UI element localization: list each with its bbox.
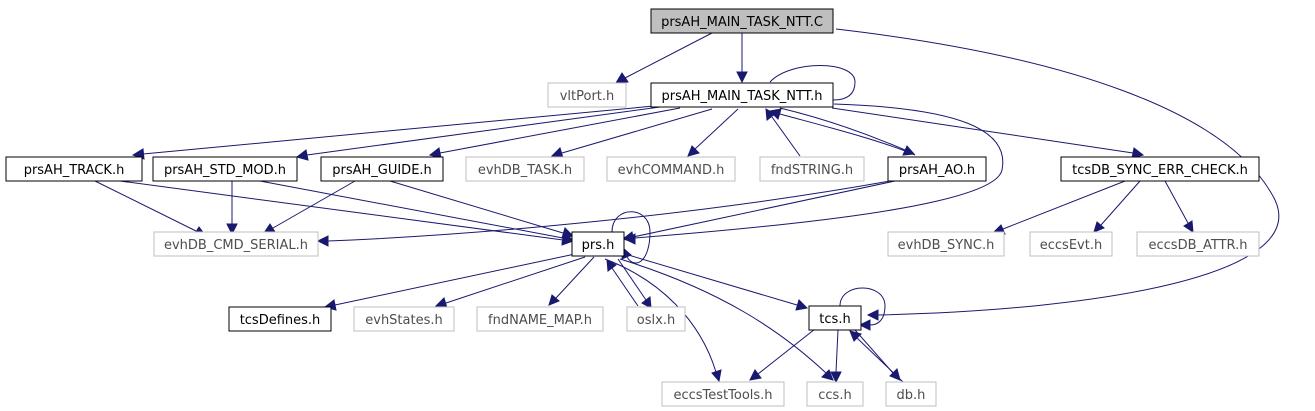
edge-guide-evhdbcmd [263, 180, 356, 234]
svg-text:eccsEvt.h: eccsEvt.h [1040, 238, 1102, 253]
edge-ao-evhdbcmd [316, 180, 891, 247]
node-fndstring[interactable]: fndSTRING.h [759, 156, 865, 182]
node-evhdbtask[interactable]: evhDB_TASK.h [465, 156, 585, 182]
svg-text:evhCOMMAND.h: evhCOMMAND.h [618, 163, 725, 178]
node-vltport[interactable]: vltPort.h [547, 82, 627, 108]
svg-text:tcsDB_SYNC_ERR_CHECK.h: tcsDB_SYNC_ERR_CHECK.h [1072, 163, 1248, 178]
node-evhcommand[interactable]: evhCOMMAND.h [606, 156, 736, 182]
edge-guide-prs [389, 180, 575, 239]
edge-mainh-evhcommand [687, 108, 739, 157]
svg-text:prsAH_MAIN_TASK_NTT.h: prsAH_MAIN_TASK_NTT.h [661, 89, 822, 104]
node-prs[interactable]: prs.h [571, 231, 625, 257]
edge-tcs-eccstesttools [749, 328, 816, 381]
edge-mainh-track [131, 105, 655, 160]
node-stdmod[interactable]: prsAH_STD_MOD.h [152, 156, 298, 182]
svg-text:evhStates.h: evhStates.h [365, 313, 443, 328]
edge-tcsdbsync-eccsevt [1093, 180, 1141, 233]
node-oslx[interactable]: oslx.h [626, 306, 686, 332]
edge-prs-evhstates [434, 256, 586, 309]
svg-text:prs.h: prs.h [582, 238, 615, 253]
edge-oslx-prs [606, 259, 639, 307]
edge-prs-eccstesttools [604, 258, 722, 383]
edge-prs-ccs [619, 258, 834, 381]
svg-text:evhDB_CMD_SERIAL.h: evhDB_CMD_SERIAL.h [164, 238, 308, 253]
edge-ao-mainh [768, 108, 916, 156]
node-mainh[interactable]: prsAH_MAIN_TASK_NTT.h [650, 82, 834, 108]
edge-track-evhdbcmd [94, 180, 206, 236]
edge-mainh-ao [779, 107, 916, 156]
svg-text:evhDB_TASK.h: evhDB_TASK.h [478, 163, 572, 178]
edge-root-vltport [615, 32, 713, 84]
svg-text:db.h: db.h [897, 388, 926, 403]
node-ccs[interactable]: ccs.h [806, 381, 864, 407]
edge-mainh-stdmod [295, 106, 661, 161]
node-track[interactable]: prsAH_TRACK.h [5, 156, 143, 182]
node-ao[interactable]: prsAH_AO.h [887, 156, 987, 182]
svg-text:ccs.h: ccs.h [818, 388, 851, 403]
node-evhdbcmd[interactable]: evhDB_CMD_SERIAL.h [153, 231, 319, 257]
node-eccstesttools[interactable]: eccsTestTools.h [661, 381, 785, 407]
svg-text:prsAH_TRACK.h: prsAH_TRACK.h [24, 163, 125, 178]
svg-text:oslx.h: oslx.h [637, 313, 675, 328]
node-fndnamemap[interactable]: fndNAME_MAP.h [476, 306, 604, 332]
edge-stdmod-evhdbcmd [226, 181, 238, 236]
edge-fndstring-mainh [765, 108, 801, 157]
edge-db-tcs [849, 330, 904, 383]
svg-text:prsAH_MAIN_TASK_NTT.C: prsAH_MAIN_TASK_NTT.C [661, 15, 823, 30]
edge-tcsdbsync-eccsdbattr [1164, 180, 1194, 233]
node-evhdbsync[interactable]: evhDB_SYNC.h [887, 231, 1005, 257]
edge-ao-prs [621, 180, 896, 243]
node-evhstates[interactable]: evhStates.h [353, 306, 455, 332]
svg-text:tcsDefines.h: tcsDefines.h [240, 313, 321, 328]
node-guide[interactable]: prsAH_GUIDE.h [320, 156, 444, 182]
svg-text:prsAH_AO.h: prsAH_AO.h [899, 163, 975, 178]
svg-text:eccsDB_ATTR.h: eccsDB_ATTR.h [1149, 238, 1248, 253]
node-tcsdefines[interactable]: tcsDefines.h [228, 306, 332, 332]
edge-mainh-evhdbtask [550, 108, 713, 159]
svg-text:prsAH_STD_MOD.h: prsAH_STD_MOD.h [164, 163, 286, 178]
edge-mainh-tcsdbsync [831, 107, 1145, 159]
node-root[interactable]: prsAH_MAIN_TASK_NTT.C [650, 8, 834, 34]
node-eccsdbattr[interactable]: eccsDB_ATTR.h [1136, 231, 1260, 257]
svg-text:eccsTestTools.h: eccsTestTools.h [673, 388, 772, 403]
svg-text:prsAH_GUIDE.h: prsAH_GUIDE.h [332, 163, 432, 178]
edge-prs-tcs [624, 253, 809, 311]
node-tcs[interactable]: tcs.h [808, 305, 862, 331]
node-eccsevt[interactable]: eccsEvt.h [1029, 231, 1113, 257]
svg-text:fndSTRING.h: fndSTRING.h [771, 163, 853, 178]
edge-root-mainh [736, 33, 748, 84]
edge-tcs-ccs [830, 329, 842, 384]
edge-prs-fndnamemap [548, 256, 595, 306]
edge-tcs-self [839, 287, 886, 331]
svg-text:evhDB_SYNC.h: evhDB_SYNC.h [898, 238, 995, 253]
node-tcsdbsync[interactable]: tcsDB_SYNC_ERR_CHECK.h [1060, 156, 1260, 182]
node-db[interactable]: db.h [885, 381, 937, 407]
edge-root-tcs [835, 28, 1280, 321]
edge-tcsdbsync-evhdbsync [991, 180, 1126, 235]
edge-prs-oslx [617, 258, 652, 309]
svg-text:vltPort.h: vltPort.h [560, 89, 615, 104]
svg-text:tcs.h: tcs.h [819, 312, 850, 327]
svg-text:fndNAME_MAP.h: fndNAME_MAP.h [488, 313, 592, 328]
